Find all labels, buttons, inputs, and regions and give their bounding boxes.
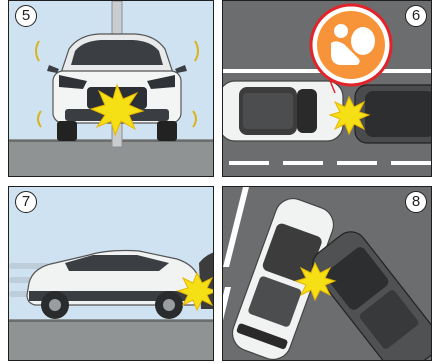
impact-starburst-icon — [296, 263, 335, 300]
panel-number: 7 — [15, 191, 37, 213]
panel-8: 8 — [222, 186, 432, 361]
panel-7: 7 — [8, 186, 214, 361]
panel-5: 5 — [8, 0, 214, 177]
scene-angled-collision — [223, 187, 432, 361]
panel-number: 8 — [405, 191, 427, 213]
panel-6: 6 — [222, 0, 432, 177]
airbag-warning-icon — [311, 5, 391, 85]
white-car-top-view — [223, 81, 343, 141]
impact-starburst-icon — [330, 97, 369, 134]
scene-rear-end-collision — [223, 1, 432, 177]
panel-number: 5 — [15, 5, 37, 27]
panel-number: 6 — [405, 5, 427, 27]
scene-side-rear-impact — [9, 187, 214, 361]
scene-front-pole-impact — [9, 1, 214, 177]
